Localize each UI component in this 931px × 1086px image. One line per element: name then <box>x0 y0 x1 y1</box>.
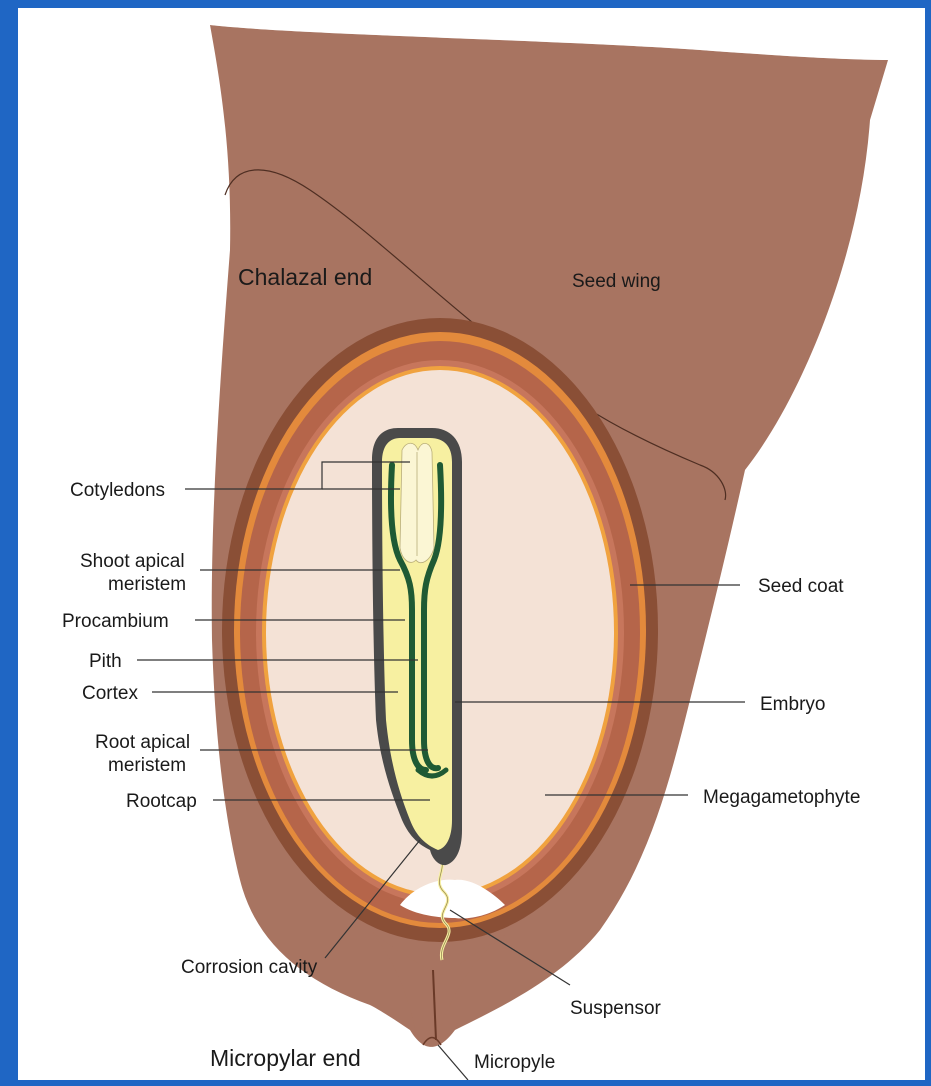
label-shoot-apical-line1: Shoot apical <box>80 551 185 572</box>
label-cortex: Cortex <box>82 683 138 704</box>
diagram-canvas: Chalazal end Seed wing Cotyledons Shoot … <box>18 8 925 1080</box>
label-micropyle: Micropyle <box>474 1052 555 1073</box>
label-root-apical-line2: meristem <box>108 755 186 776</box>
label-procambium: Procambium <box>62 611 169 632</box>
label-micropylar-end: Micropylar end <box>210 1045 361 1071</box>
label-embryo: Embryo <box>760 694 825 715</box>
label-corrosion-cavity: Corrosion cavity <box>181 957 318 978</box>
label-chalazal-end: Chalazal end <box>238 264 372 290</box>
label-megagametophyte: Megagametophyte <box>703 787 860 808</box>
label-seed-coat: Seed coat <box>758 576 844 597</box>
label-cotyledons: Cotyledons <box>70 480 165 501</box>
label-shoot-apical-line2: meristem <box>108 574 186 595</box>
label-rootcap: Rootcap <box>126 791 197 812</box>
label-root-apical-line1: Root apical <box>95 732 190 753</box>
seed-diagram: Chalazal end Seed wing Cotyledons Shoot … <box>18 8 925 1080</box>
label-suspensor: Suspensor <box>570 998 662 1019</box>
label-seed-wing: Seed wing <box>572 271 661 292</box>
label-pith: Pith <box>89 651 122 672</box>
